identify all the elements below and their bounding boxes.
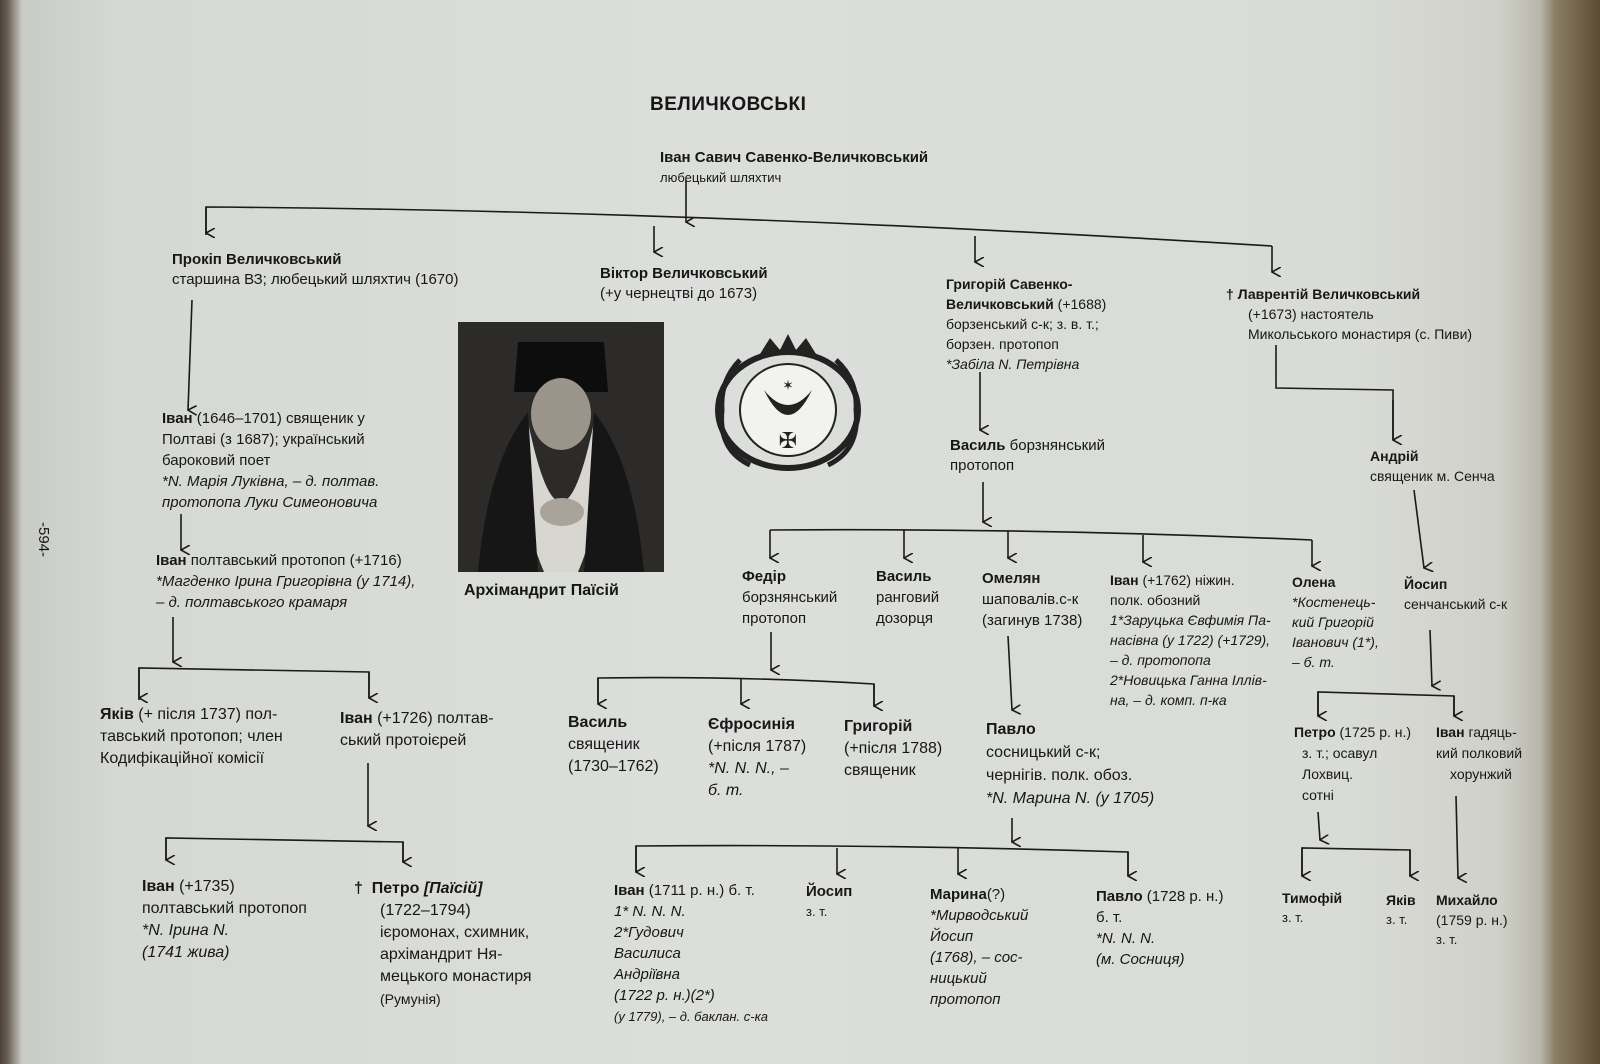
node-pavlo-1728: Павло (1728 р. н.) б. т. *N. N. N. (м. С… (1096, 886, 1223, 970)
portrait-caption: Архімандрит Паїсій (464, 582, 619, 600)
node-lavrentiy: † Лаврентій Величковський (+1673) настоя… (1226, 284, 1472, 344)
node-omelian: Омелян шаповалів.с-к (загинув 1738) (982, 568, 1082, 631)
node-ivan-1646: Іван (1646–1701) священик у Полтаві (з 1… (162, 408, 379, 513)
node-vasyl-protopop: Василь борзнянський протопоп (950, 436, 1105, 476)
node-andriy: Андрій священик м. Сенча (1370, 446, 1495, 486)
node-hryhoriy-1788: Григорій (+після 1788) священик (844, 716, 942, 782)
node-tymofiy: Тимофій з. т. (1282, 888, 1342, 928)
page-title: ВЕЛИЧКОВСЬКІ (650, 94, 806, 116)
node-ivan-1716: Іван полтавський протопоп (+1716) *Магде… (156, 550, 415, 613)
svg-text:✶: ✶ (782, 378, 794, 394)
node-yosyp-zt: Йосип з. т. (806, 882, 852, 922)
node-vasyl-1730: Василь священик (1730–1762) (568, 712, 659, 778)
svg-text:✠: ✠ (779, 429, 797, 454)
node-pavlo: Павло сосницький с-к; чернігів. полк. об… (986, 718, 1154, 810)
node-viktor: Віктор Величковський (+у чернецтві до 16… (600, 264, 768, 304)
node-fedir: Федір борзнянський протопоп (742, 566, 837, 629)
node-hryhoriy: Григорій Савенко- Величковський (+1688) … (946, 274, 1106, 374)
node-petro-paisiy: † Петро [Паїсій] (1722–1794) ієромонах, … (354, 878, 532, 1010)
node-mykhailo: Михайло (1759 р. н.) з. т. (1436, 890, 1508, 950)
cross-icon: † (354, 880, 363, 897)
node-ivan-1762: Іван (+1762) ніжин. полк. обозний 1*Зару… (1110, 570, 1271, 710)
node-yefrosyniia: Єфросинія (+після 1787) *N. N. N., – б. … (708, 714, 806, 802)
node-yosyp-sencha: Йосип сенчанський с-к (1404, 574, 1507, 614)
page-number: -594- (35, 522, 52, 557)
coat-of-arms-image: ✶ ✠ (700, 330, 880, 480)
node-ivan-1711: Іван (1711 р. н.) б. т. 1* N. N. N. 2*Гу… (614, 880, 768, 1027)
node-maryna: Марина(?) *Мирводський Йосип (1768), – с… (930, 884, 1028, 1010)
node-yakiv-1737: Яків (+ після 1737) пол- тавський протоп… (100, 704, 283, 770)
node-prokip: Прокіп Величковський старшина ВЗ; любець… (172, 250, 459, 290)
node-olena: Олена *Костенець- кий Григорій Іванович … (1292, 572, 1379, 672)
cross-icon: † (1226, 286, 1234, 302)
node-ivan-1735: Іван (+1735) полтавський протопоп *N. Ір… (142, 876, 307, 964)
node-vasyl-rang: Василь ранговий дозорця (876, 566, 939, 629)
node-root: Іван Савич Савенко-Величковський любецьк… (660, 148, 928, 188)
node-petro-1725: Петро (1725 р. н.) з. т.; осавул Лохвиц.… (1294, 722, 1411, 806)
node-ivan-1726: Іван (+1726) полтав- ський протоієрей (340, 708, 494, 752)
node-yakiv-zt: Яків з. т. (1386, 890, 1416, 930)
portrait-image (458, 322, 664, 572)
node-ivan-hadiach: Іван гадяць- кий полковий хорунжий (1436, 722, 1522, 785)
